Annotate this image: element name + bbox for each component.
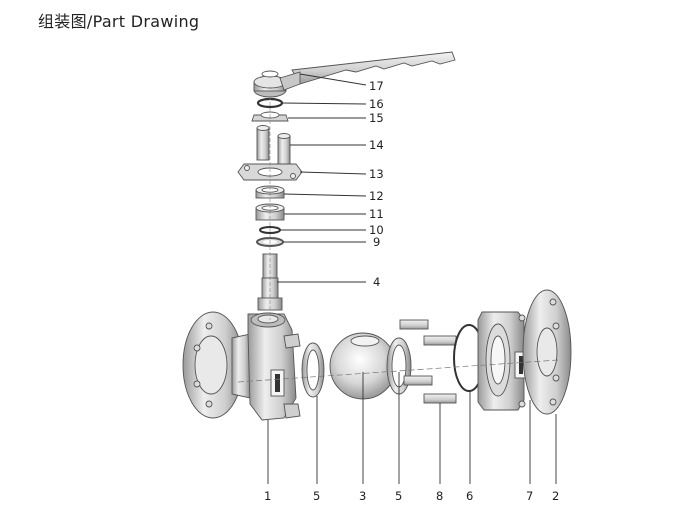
bottom-callouts: 1 5 3 5 8 6 7 2	[264, 489, 559, 503]
seat-part-5-left	[301, 342, 325, 398]
body-cap-part-7	[477, 311, 528, 411]
page-title: 组装图/Part Drawing	[38, 12, 200, 31]
callout-6: 6	[466, 489, 473, 503]
right-leader-lines	[277, 73, 367, 283]
handle-part-17	[253, 51, 456, 98]
callout-2: 2	[552, 489, 559, 503]
callout-12: 12	[369, 189, 384, 203]
callout-13: 13	[369, 167, 384, 181]
bolts-part-14	[256, 125, 291, 167]
callout-7: 7	[526, 489, 533, 503]
end-flange-part-2	[522, 289, 572, 415]
callout-3: 3	[359, 489, 366, 503]
ball-part-3	[329, 332, 397, 400]
callout-1: 1	[264, 489, 271, 503]
callout-10: 10	[369, 223, 384, 237]
callout-8: 8	[436, 489, 443, 503]
callout-14: 14	[369, 138, 384, 152]
bottom-leader-lines	[267, 372, 557, 484]
callout-11: 11	[369, 207, 384, 221]
callout-16: 16	[369, 97, 384, 111]
callout-15: 15	[369, 111, 384, 125]
callout-5-left: 5	[313, 489, 320, 503]
callout-17: 17	[369, 79, 384, 93]
callout-4: 4	[373, 275, 380, 289]
right-callouts: 17 16 15 14 13 12 11 10 9 4	[369, 79, 384, 289]
callout-9: 9	[373, 235, 380, 249]
callout-5-right: 5	[395, 489, 402, 503]
valve-body-part-1	[182, 311, 301, 421]
